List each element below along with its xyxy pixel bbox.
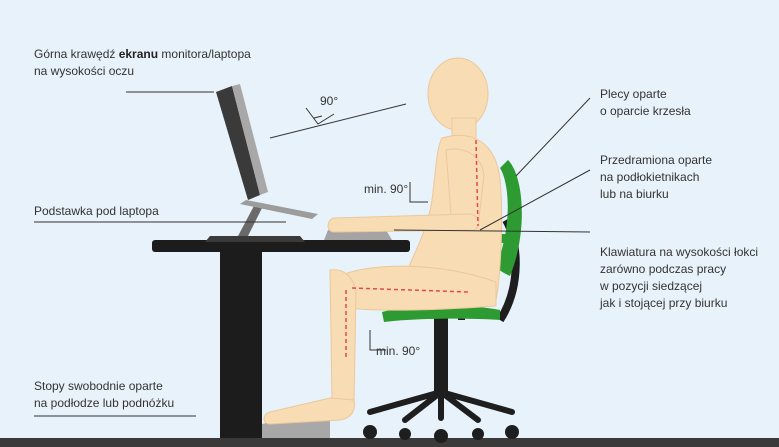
label-feet-line1: Stopy swobodnie oparte xyxy=(34,379,163,393)
angle-gaze-label: 90° xyxy=(320,94,338,108)
label-forearms-line3: lub na biurku xyxy=(600,187,669,201)
label-keyboard-line2: zarówno podczas pracy xyxy=(600,262,726,276)
label-laptop-stand: Podstawka pod laptopa xyxy=(34,203,159,220)
angle-elbow-label: min. 90° xyxy=(364,182,408,196)
label-keyboard-line1: Klawiatura na wysokości łokci xyxy=(600,245,758,259)
monitor-on-stand xyxy=(205,84,318,242)
label-laptop-stand-text: Podstawka pod laptopa xyxy=(34,204,159,218)
label-back-line2: o oparcie krzesła xyxy=(600,104,691,118)
angle-knee-label: min. 90° xyxy=(376,344,420,358)
label-monitor-top-a: Górna krawędź xyxy=(34,47,119,61)
label-feet: Stopy swobodnie oparte na podłodze lub p… xyxy=(34,378,174,412)
floor xyxy=(0,438,779,447)
label-feet-line2: na podłodze lub podnóżku xyxy=(34,396,174,410)
label-forearms: Przedramiona oparte na podłokietnikach l… xyxy=(600,152,712,203)
label-forearms-line1: Przedramiona oparte xyxy=(600,153,712,167)
label-keyboard-line4: jak i stojącej przy biurku xyxy=(600,296,727,310)
label-forearms-line2: na podłokietnikach xyxy=(600,170,699,184)
label-keyboard-line3: w pozycji siedzącej xyxy=(600,279,702,293)
label-monitor-top-b: monitora/laptopa xyxy=(158,47,251,61)
label-monitor-top-bold: ekranu xyxy=(119,47,158,61)
label-back-line1: Plecy oparte xyxy=(600,87,667,101)
label-back: Plecy oparte o oparcie krzesła xyxy=(600,86,691,120)
label-keyboard: Klawiatura na wysokości łokci zarówno po… xyxy=(600,244,758,312)
label-monitor-top: Górna krawędź ekranu monitora/laptopa na… xyxy=(34,46,251,80)
label-monitor-top-line2: na wysokości oczu xyxy=(34,64,134,78)
